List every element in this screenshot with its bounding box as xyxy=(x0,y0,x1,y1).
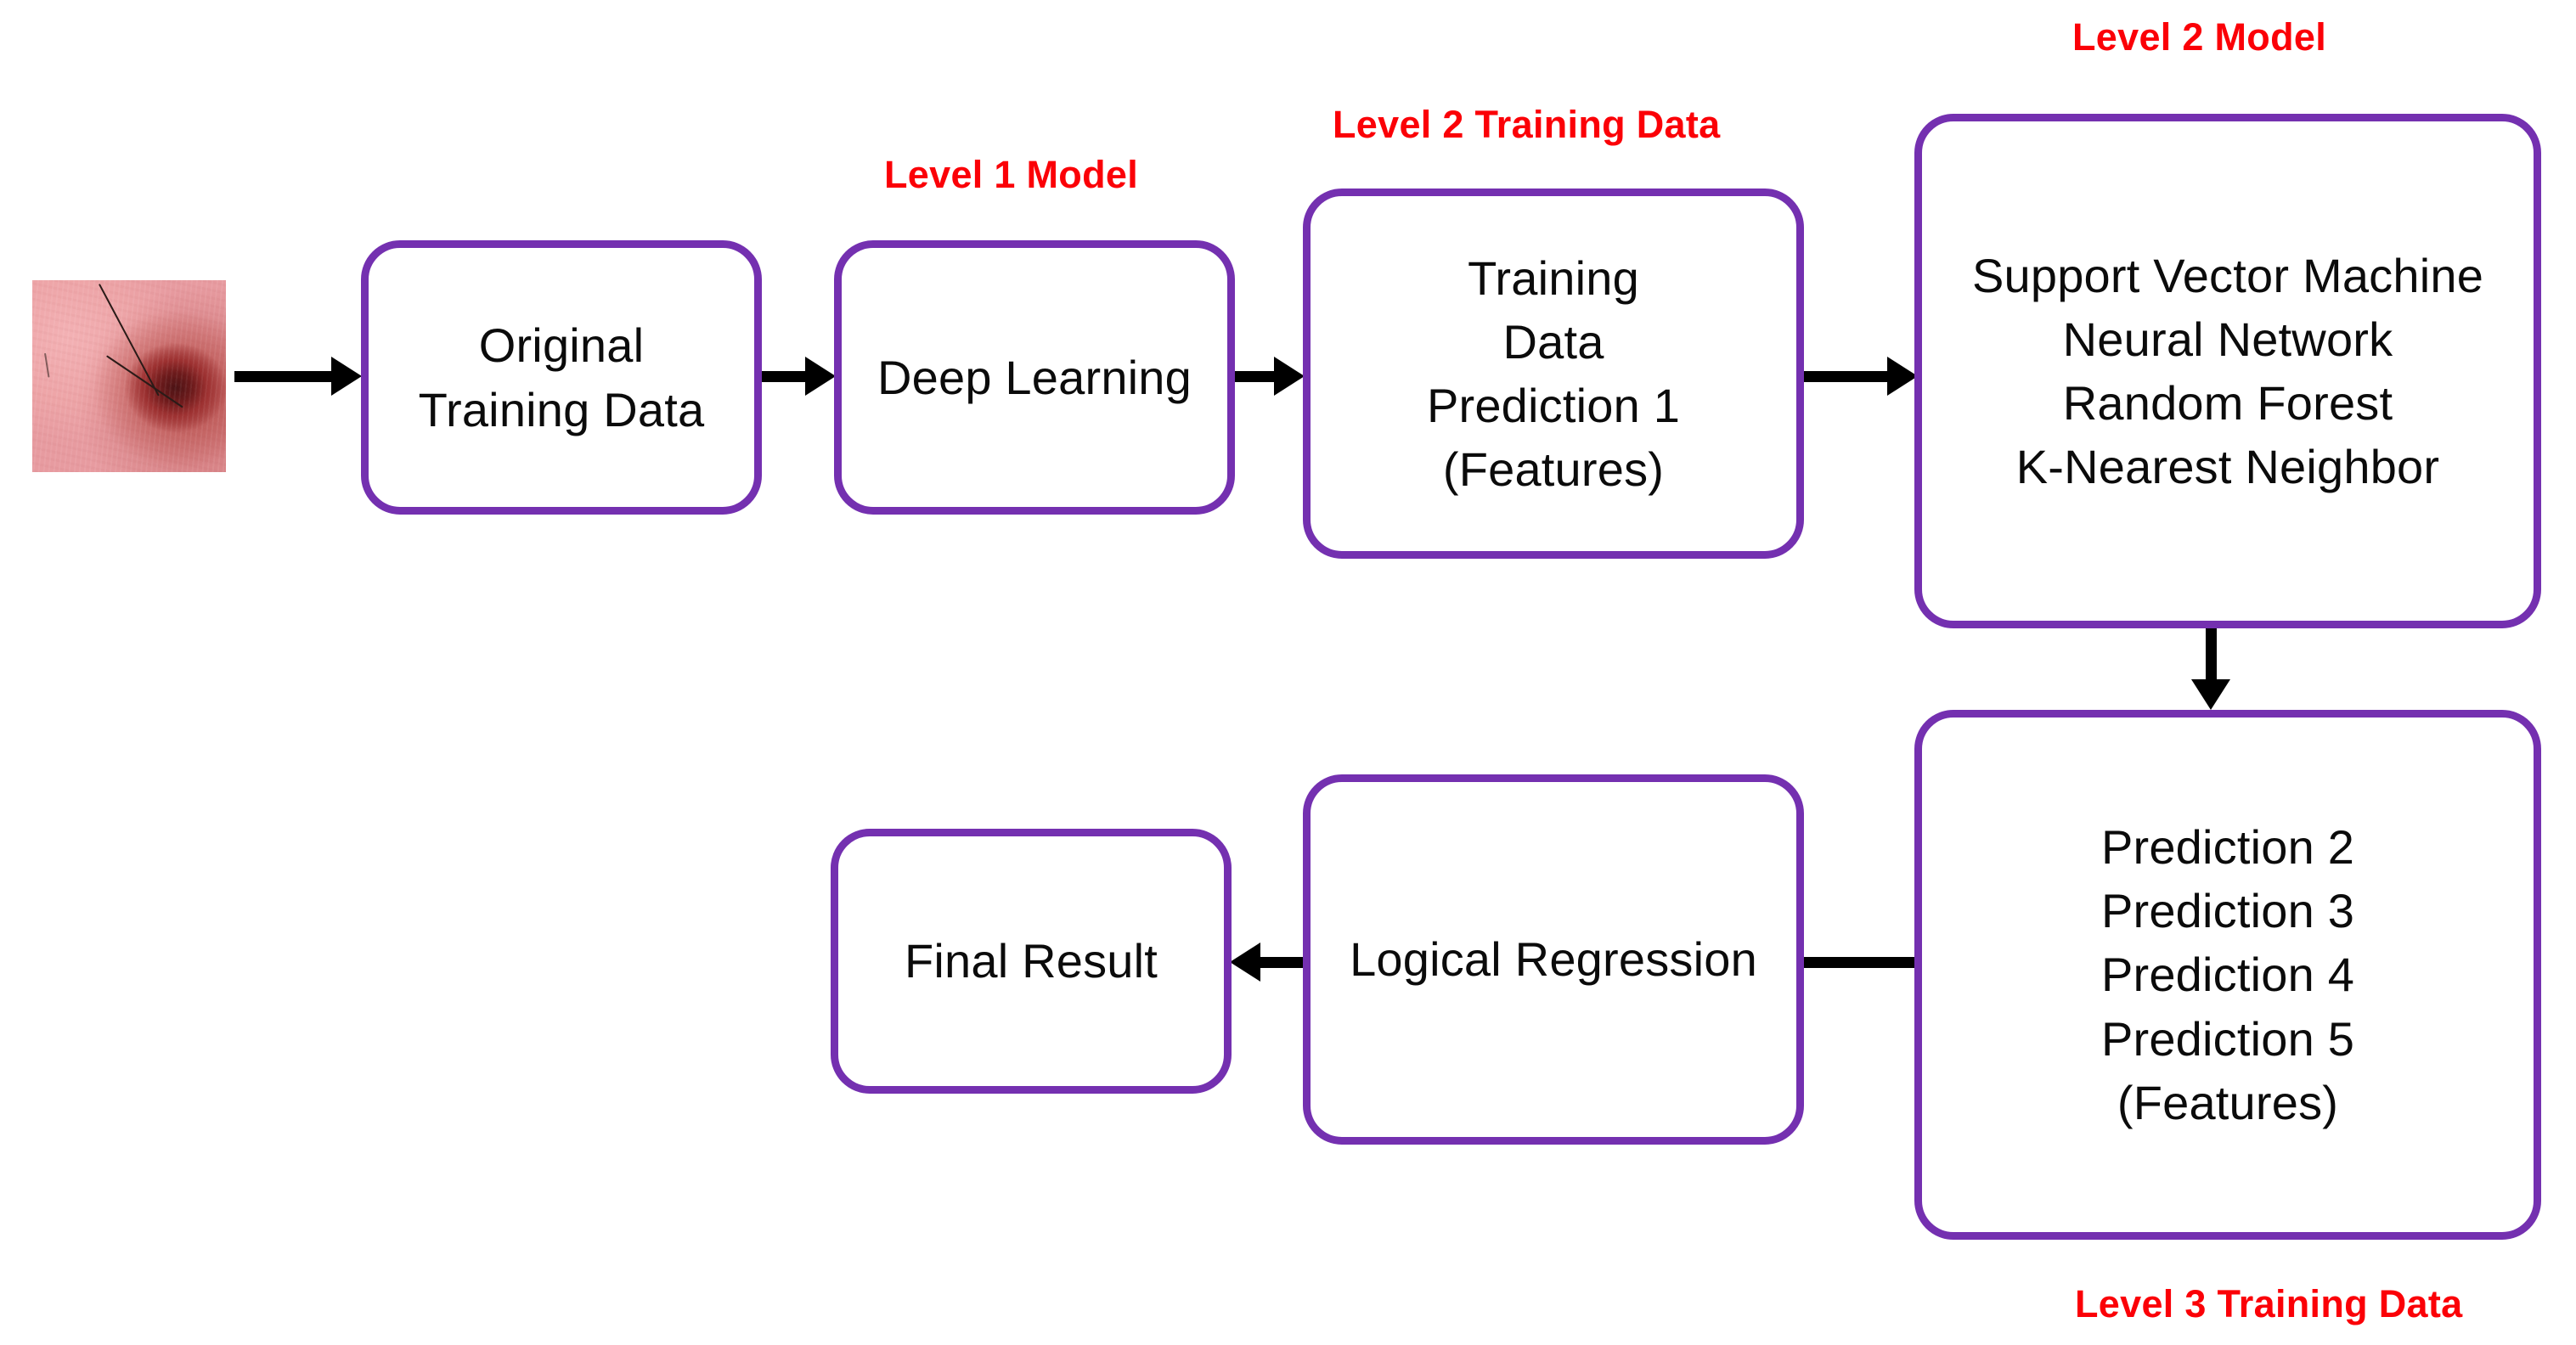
arrow-shaft xyxy=(234,371,333,382)
arrow-sample-to-original-training-data xyxy=(234,357,362,396)
node-label: Deep Learning xyxy=(877,350,1192,404)
arrow-head xyxy=(1274,357,1305,396)
lesion-grain-overlay xyxy=(32,280,226,472)
node-level-3-training-data[interactable]: Prediction 2 Prediction 3 Prediction 4 P… xyxy=(1914,710,2541,1240)
node-label: Original Training Data xyxy=(418,318,705,436)
arrow-head xyxy=(331,357,362,396)
arrow-head xyxy=(1887,357,1918,396)
arrow-shaft xyxy=(1233,371,1276,382)
caption-level-2-model: Level 2 Model xyxy=(2072,15,2326,59)
lesion-skin-texture xyxy=(32,280,226,472)
node-level-2-training-data[interactable]: Training Data Prediction 1 (Features) xyxy=(1303,189,1804,559)
node-label: Support Vector Machine Neural Network Ra… xyxy=(1971,248,2484,494)
node-final-result[interactable]: Final Result xyxy=(831,829,1232,1094)
caption-level-2-training-data: Level 2 Training Data xyxy=(1333,103,1721,146)
node-label: Logical Regression xyxy=(1350,932,1757,987)
arrow-head xyxy=(805,357,836,396)
arrow-shaft xyxy=(2206,627,2217,681)
arrow-head xyxy=(1230,943,1260,982)
node-logical-regression[interactable]: Logical Regression xyxy=(1303,774,1804,1145)
node-label: Final Result xyxy=(904,934,1158,988)
caption-level-1-model: Level 1 Model xyxy=(884,153,1138,196)
arrow-shaft xyxy=(1259,957,1308,968)
arrow-shaft xyxy=(1802,371,1889,382)
node-deep-learning[interactable]: Deep Learning xyxy=(834,240,1235,515)
node-level-2-model[interactable]: Support Vector Machine Neural Network Ra… xyxy=(1914,114,2541,628)
arrow-level-2-training-data-to-level-2-model xyxy=(1802,357,1918,396)
dermoscopy-lesion-image xyxy=(32,280,226,472)
arrow-logical-regression-to-final-result xyxy=(1230,943,1308,982)
arrow-original-training-data-to-deep-learning xyxy=(761,357,836,396)
arrow-deep-learning-to-level-2-training-data xyxy=(1233,357,1305,396)
arrow-shaft xyxy=(761,371,807,382)
caption-level-3-training-data: Level 3 Training Data xyxy=(2075,1282,2463,1325)
arrow-head xyxy=(2191,679,2230,710)
node-label: Training Data Prediction 1 (Features) xyxy=(1426,250,1681,497)
node-original-training-data[interactable]: Original Training Data xyxy=(361,240,762,515)
node-label: Prediction 2 Prediction 3 Prediction 4 P… xyxy=(2100,820,2355,1129)
arrow-level-2-model-to-level-3-training-data xyxy=(2191,627,2230,710)
